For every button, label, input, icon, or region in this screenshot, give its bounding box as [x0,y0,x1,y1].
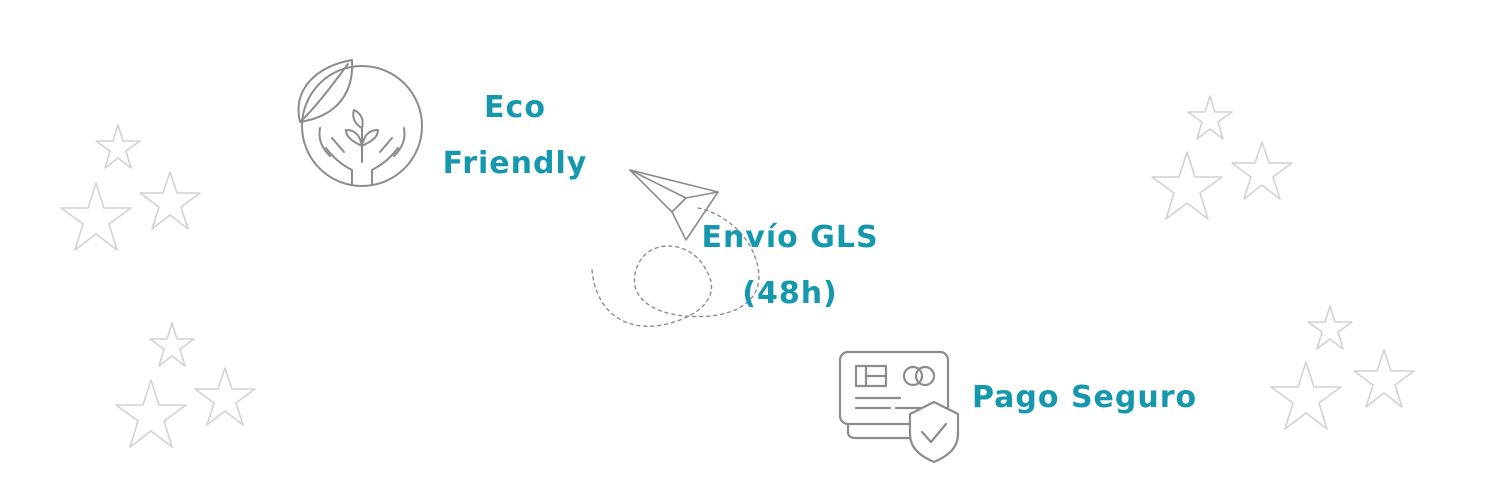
star-cluster-icon [60,124,201,251]
label-line: (48h) [742,276,838,311]
label-line: Envío GLS [701,220,879,255]
shipping-label: Envío GLS (48h) [690,210,890,322]
star-cluster-icon [1270,305,1415,430]
eco-friendly-label: Eco Friendly [430,80,600,192]
star-cluster-icon [1151,95,1293,220]
label-line: Friendly [442,146,588,181]
leaf-hands-icon [297,59,423,187]
label-line: Eco [484,90,546,125]
credit-card-shield-icon [838,350,960,464]
label-line: Pago Seguro [972,380,1198,415]
secure-payment-label: Pago Seguro [972,370,1198,426]
paper-plane-icon [591,169,760,327]
star-cluster-icon [115,322,256,448]
